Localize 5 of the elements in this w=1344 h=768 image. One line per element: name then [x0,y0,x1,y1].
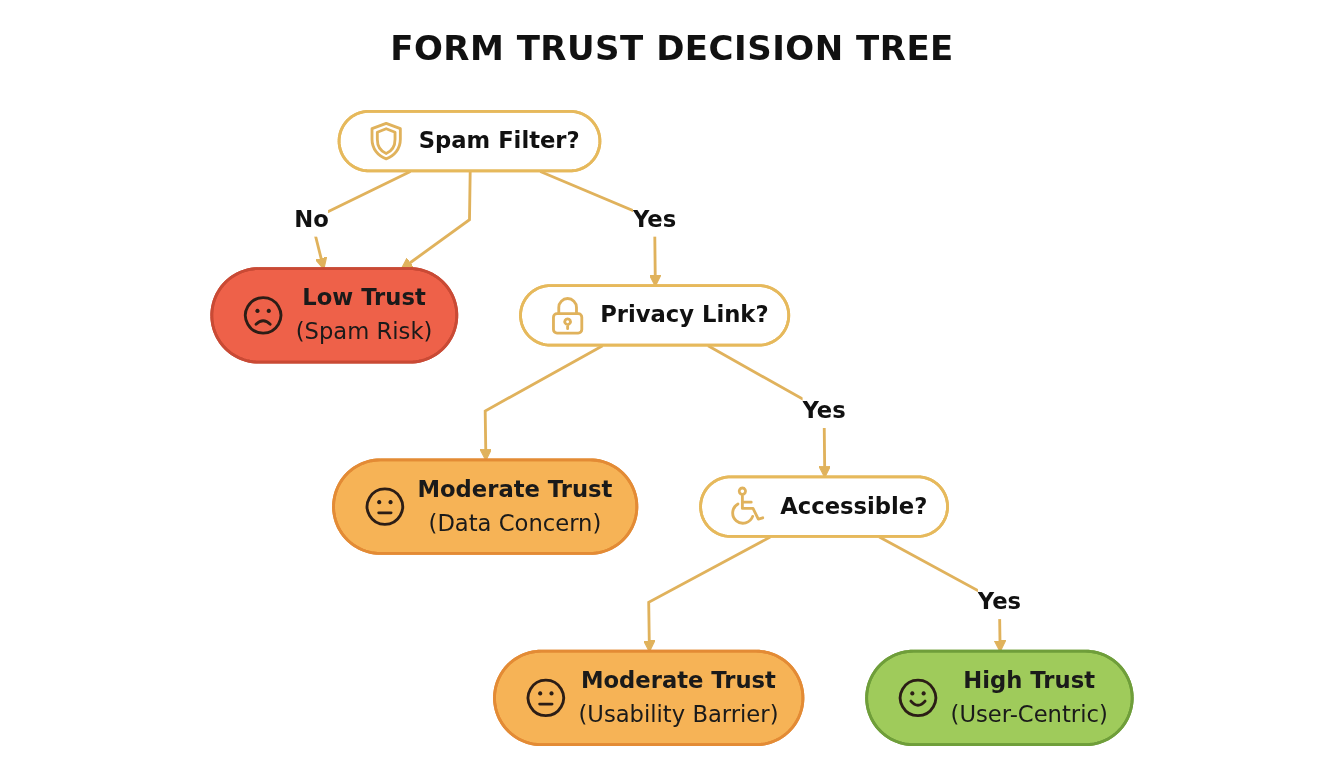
edge-label: No [294,205,329,233]
edge-label: Yes [633,205,677,233]
title: FORM TRUST DECISION TREE [390,27,954,70]
edge-label: Yes [802,396,846,424]
edge-label: Yes [977,588,1022,616]
